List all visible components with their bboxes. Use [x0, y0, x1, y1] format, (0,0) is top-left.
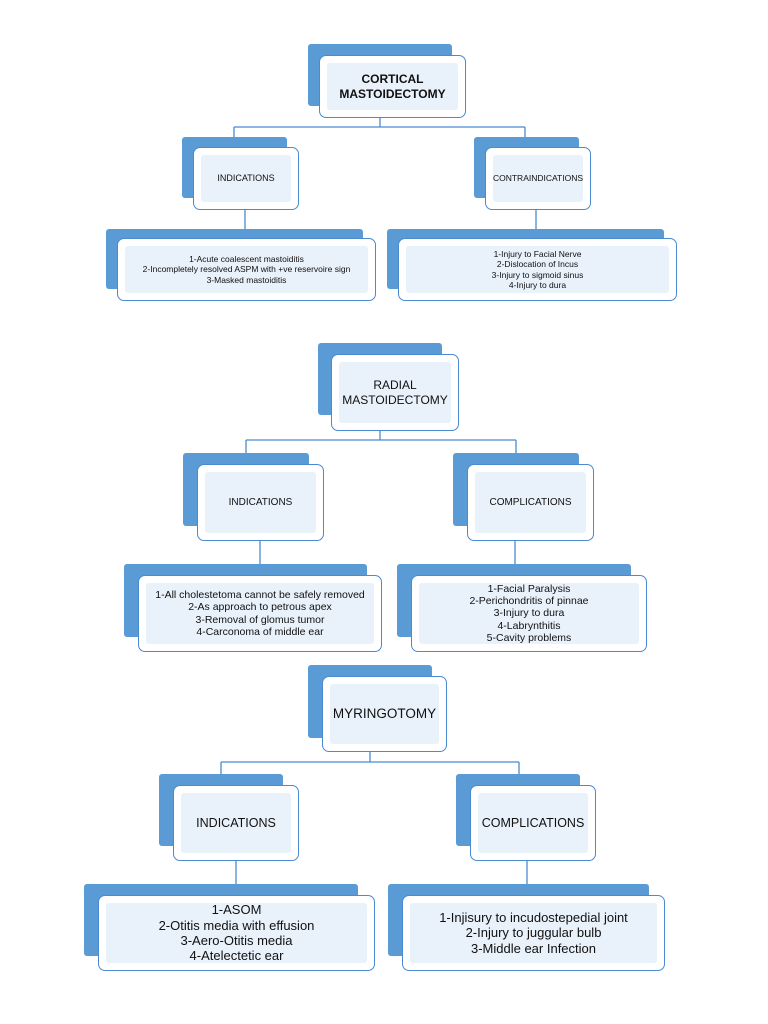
myringotomy-indications-box: INDICATIONS: [159, 774, 299, 861]
cortical-mastoidectomy-title: CORTICAL MASTOIDECTOMY: [339, 72, 446, 101]
myringotomy-complications-box: COMPLICATIONS: [456, 774, 596, 861]
cortical-indications-list-box: 1-Acute coalescent mastoiditis 2-Incompl…: [106, 229, 376, 301]
cortical-mastoidectomy-title-box: CORTICAL MASTOIDECTOMY: [308, 44, 466, 118]
radial-indications-box: INDICATIONS: [183, 453, 324, 541]
radial-complications-list-box: 1-Facial Paralysis 2-Perichondritis of p…: [397, 564, 647, 652]
cortical-contraindications-label: CONTRAINDICATIONS: [492, 173, 584, 184]
radial-indications-label: INDICATIONS: [228, 496, 293, 508]
myringotomy-title: MYRINGOTOMY: [332, 706, 437, 722]
radial-complications-label: COMPLICATIONS: [489, 496, 572, 508]
radial-mastoidectomy-title: RADIAL MASTOIDECTOMY: [342, 378, 448, 407]
cortical-contraindications-list: 1-Injury to Facial Nerve 2-Dislocation o…: [491, 249, 584, 290]
myringotomy-complications-list-box: 1-Injisury to incudostepedial joint 2-In…: [388, 884, 665, 971]
myringotomy-indications-label: INDICATIONS: [196, 815, 276, 830]
radial-indications-list-box: 1-All cholestetoma cannot be safely remo…: [124, 564, 382, 652]
myringotomy-complications-list: 1-Injisury to incudostepedial joint 2-In…: [439, 910, 628, 956]
cortical-contraindications-list-box: 1-Injury to Facial Nerve 2-Dislocation o…: [387, 229, 677, 301]
radial-mastoidectomy-title-box: RADIAL MASTOIDECTOMY: [318, 343, 459, 431]
cortical-indications-label: INDICATIONS: [217, 173, 275, 184]
radial-complications-box: COMPLICATIONS: [453, 453, 594, 541]
myringotomy-indications-list: 1-ASOM 2-Otitis media with effusion 3-Ae…: [158, 902, 315, 964]
myringotomy-complications-label: COMPLICATIONS: [481, 815, 585, 830]
cortical-indications-list: 1-Acute coalescent mastoiditis 2-Incompl…: [142, 254, 351, 285]
radial-complications-list: 1-Facial Paralysis 2-Perichondritis of p…: [469, 582, 589, 645]
myringotomy-title-box: MYRINGOTOMY: [308, 665, 447, 752]
myringotomy-indications-list-box: 1-ASOM 2-Otitis media with effusion 3-Ae…: [84, 884, 375, 971]
cortical-contraindications-box: CONTRAINDICATIONS: [474, 137, 591, 210]
radial-indications-list: 1-All cholestetoma cannot be safely remo…: [155, 588, 365, 638]
cortical-indications-box: INDICATIONS: [182, 137, 299, 210]
